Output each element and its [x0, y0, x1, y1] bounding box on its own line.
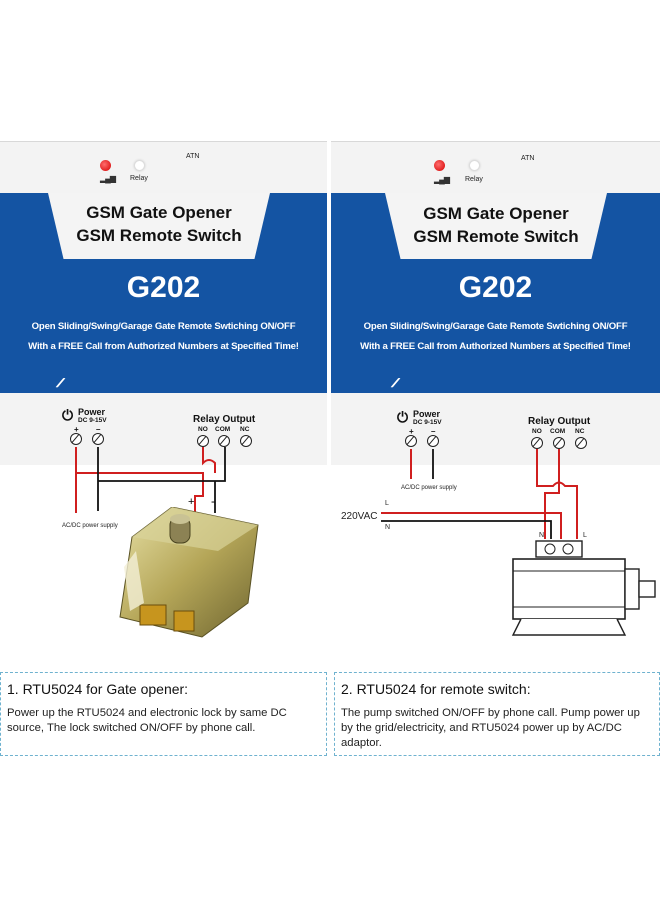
terminal-strip: ⏻ Power DC 9-15V + – Relay Output NO COM…	[0, 393, 327, 465]
gate-opener-panel: ▂▄▆ Relay ATN GSM Gate Opener GSM Remote…	[0, 141, 327, 649]
lock-minus-label: -	[211, 494, 215, 508]
power-spec: DC 9-15V	[413, 419, 442, 426]
relay-led-icon	[469, 160, 480, 171]
power-led-icon	[100, 160, 111, 171]
title-plate: GSM Gate Opener GSM Remote Switch	[48, 193, 270, 259]
left-supply-label: AC/DC power supply	[62, 523, 118, 529]
power-plus-mark: +	[74, 425, 79, 434]
caption-title: 2. RTU5024 for remote switch:	[341, 681, 531, 697]
device-front-blue: GSM Gate Opener GSM Remote Switch G202 O…	[0, 193, 327, 393]
title-line-1: GSM Gate Opener	[423, 204, 569, 223]
signal-icon: ▂▄▆	[100, 174, 116, 183]
com-terminal-icon	[553, 437, 565, 449]
feature-line-1: Open Sliding/Swing/Garage Gate Remote Sw…	[363, 321, 628, 332]
motor-l-label: L	[583, 532, 587, 539]
model-name: G202	[458, 271, 533, 304]
device-top-strip: ▂▄▆ Relay ATN	[331, 141, 660, 193]
terminal-com-label: COM	[550, 428, 566, 435]
power-symbol-icon: ⏻	[397, 409, 409, 425]
title-plate: GSM Gate Opener GSM Remote Switch	[385, 193, 607, 259]
lock-plus-label: +	[188, 496, 194, 508]
relay-output-label: Relay Output	[528, 416, 591, 427]
signal-icon: ▂▄▆	[434, 175, 450, 184]
power-minus-terminal-icon	[92, 433, 104, 445]
model-name: G202	[126, 271, 201, 304]
relay-led-icon	[134, 160, 145, 171]
motor-n-label: N	[539, 532, 545, 539]
relay-output-label: Relay Output	[193, 414, 256, 425]
com-terminal-icon	[218, 435, 230, 447]
title-line-1: GSM Gate Opener	[86, 203, 232, 222]
caption-remote-switch: 2. RTU5024 for remote switch: The pump s…	[334, 672, 660, 756]
mains-voltage-label: 220VAC	[341, 511, 378, 522]
power-minus-terminal-icon	[427, 435, 439, 447]
power-led-icon	[434, 160, 445, 171]
no-terminal-icon	[531, 437, 543, 449]
feature-line-1: Open Sliding/Swing/Garage Gate Remote Sw…	[31, 321, 296, 332]
right-supply-label: AC/DC power supply	[401, 485, 457, 491]
no-terminal-icon	[197, 435, 209, 447]
terminal-com-label: COM	[215, 426, 231, 433]
terminal-nc-label: NC	[575, 428, 585, 435]
relay-led-label: Relay	[130, 175, 148, 182]
pump-wiring	[381, 449, 656, 636]
caption-title: 1. RTU5024 for Gate opener:	[7, 681, 189, 697]
caption-body: The pump switched ON/OFF by phone call. …	[341, 707, 640, 749]
power-plus-terminal-icon	[70, 433, 82, 445]
neutral-label: N	[385, 524, 391, 531]
electronic-lock-icon	[119, 507, 259, 638]
caption-gate-opener: 1. RTU5024 for Gate opener: Power up the…	[0, 672, 327, 756]
power-spec: DC 9-15V	[78, 417, 107, 424]
terminal-nc-label: NC	[240, 426, 250, 433]
power-label: Power	[78, 407, 106, 417]
nc-terminal-icon	[575, 437, 587, 449]
device-front-blue: GSM Gate Opener GSM Remote Switch G202 O…	[331, 193, 660, 393]
power-minus-mark: –	[96, 425, 101, 434]
power-minus-mark: –	[431, 427, 436, 436]
antenna-label: ATN	[521, 155, 535, 162]
title-line-2: GSM Remote Switch	[413, 227, 579, 246]
power-plus-mark: +	[409, 427, 414, 436]
feature-line-2: With a FREE Call from Authorized Numbers…	[28, 341, 299, 352]
power-plus-terminal-icon	[405, 435, 417, 447]
terminal-no-label: NO	[198, 426, 208, 433]
power-label: Power	[413, 409, 441, 419]
title-line-2: GSM Remote Switch	[76, 226, 242, 245]
power-symbol-icon: ⏻	[62, 407, 74, 423]
terminal-strip: ⏻ Power DC 9-15V + – Relay Output NO COM…	[331, 393, 660, 465]
feature-line-2: With a FREE Call from Authorized Numbers…	[360, 341, 631, 352]
caption-body: Power up the RTU5024 and electronic lock…	[7, 707, 287, 734]
line-label: L	[385, 500, 389, 507]
device-top-strip: ▂▄▆ Relay ATN	[0, 141, 327, 193]
nc-terminal-icon	[240, 435, 252, 447]
antenna-label: ATN	[186, 153, 200, 160]
relay-led-label: Relay	[465, 176, 483, 183]
gate-wiring: + -	[75, 447, 226, 514]
remote-switch-panel: ▂▄▆ Relay ATN GSM Gate Opener GSM Remote…	[331, 141, 660, 649]
terminal-no-label: NO	[532, 428, 542, 435]
